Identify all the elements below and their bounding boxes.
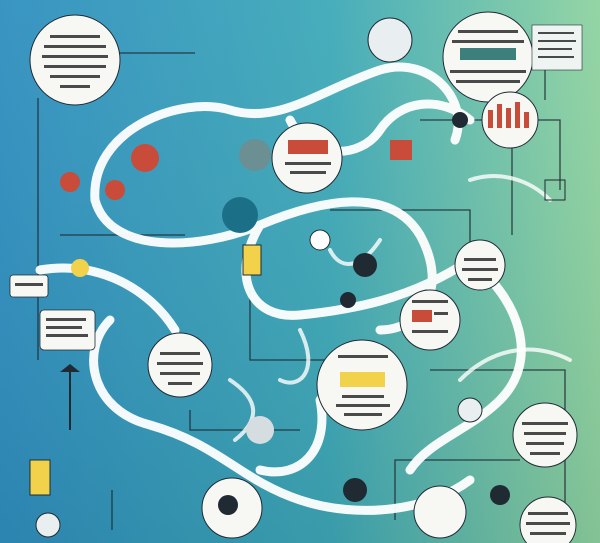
callout-bottom-right xyxy=(512,402,578,543)
callout-center-left xyxy=(147,332,213,398)
figure-icon xyxy=(343,478,367,502)
battery-icon xyxy=(242,244,262,276)
callout-right-small xyxy=(454,239,506,291)
yellow-panel xyxy=(29,459,51,496)
callout-top-left xyxy=(29,14,121,106)
dark-disc-3 xyxy=(490,485,510,505)
yellow-disc xyxy=(71,259,89,277)
red-disc-2 xyxy=(105,180,125,200)
grey-disc xyxy=(239,139,271,171)
callout-bottom-right-2 xyxy=(519,496,577,543)
gear-icon xyxy=(452,112,468,128)
light-disc xyxy=(457,397,483,423)
red-disc-3 xyxy=(60,172,80,192)
window-icon xyxy=(544,179,566,201)
red-disc xyxy=(131,144,159,172)
callout-mid-right xyxy=(481,91,539,149)
red-block xyxy=(390,140,412,160)
callout-center xyxy=(271,122,343,194)
cloud-disc xyxy=(246,416,274,444)
callout-top-right-panel xyxy=(531,24,583,71)
dark-disc-2 xyxy=(340,292,356,308)
lamp-icon xyxy=(60,364,80,372)
teal-disc xyxy=(222,197,258,233)
callout-bottom-middle xyxy=(413,485,467,539)
person-icon xyxy=(309,229,331,251)
callout-center-bottom xyxy=(316,339,408,431)
callout-center-right xyxy=(399,289,461,351)
dark-disc xyxy=(353,253,377,277)
clock-icon xyxy=(35,512,61,538)
decorative-objects xyxy=(29,17,566,538)
callout-top-right xyxy=(442,11,583,103)
white-globe xyxy=(367,17,413,63)
callout-left-card xyxy=(9,274,96,351)
callout-bottom-left xyxy=(201,477,467,539)
